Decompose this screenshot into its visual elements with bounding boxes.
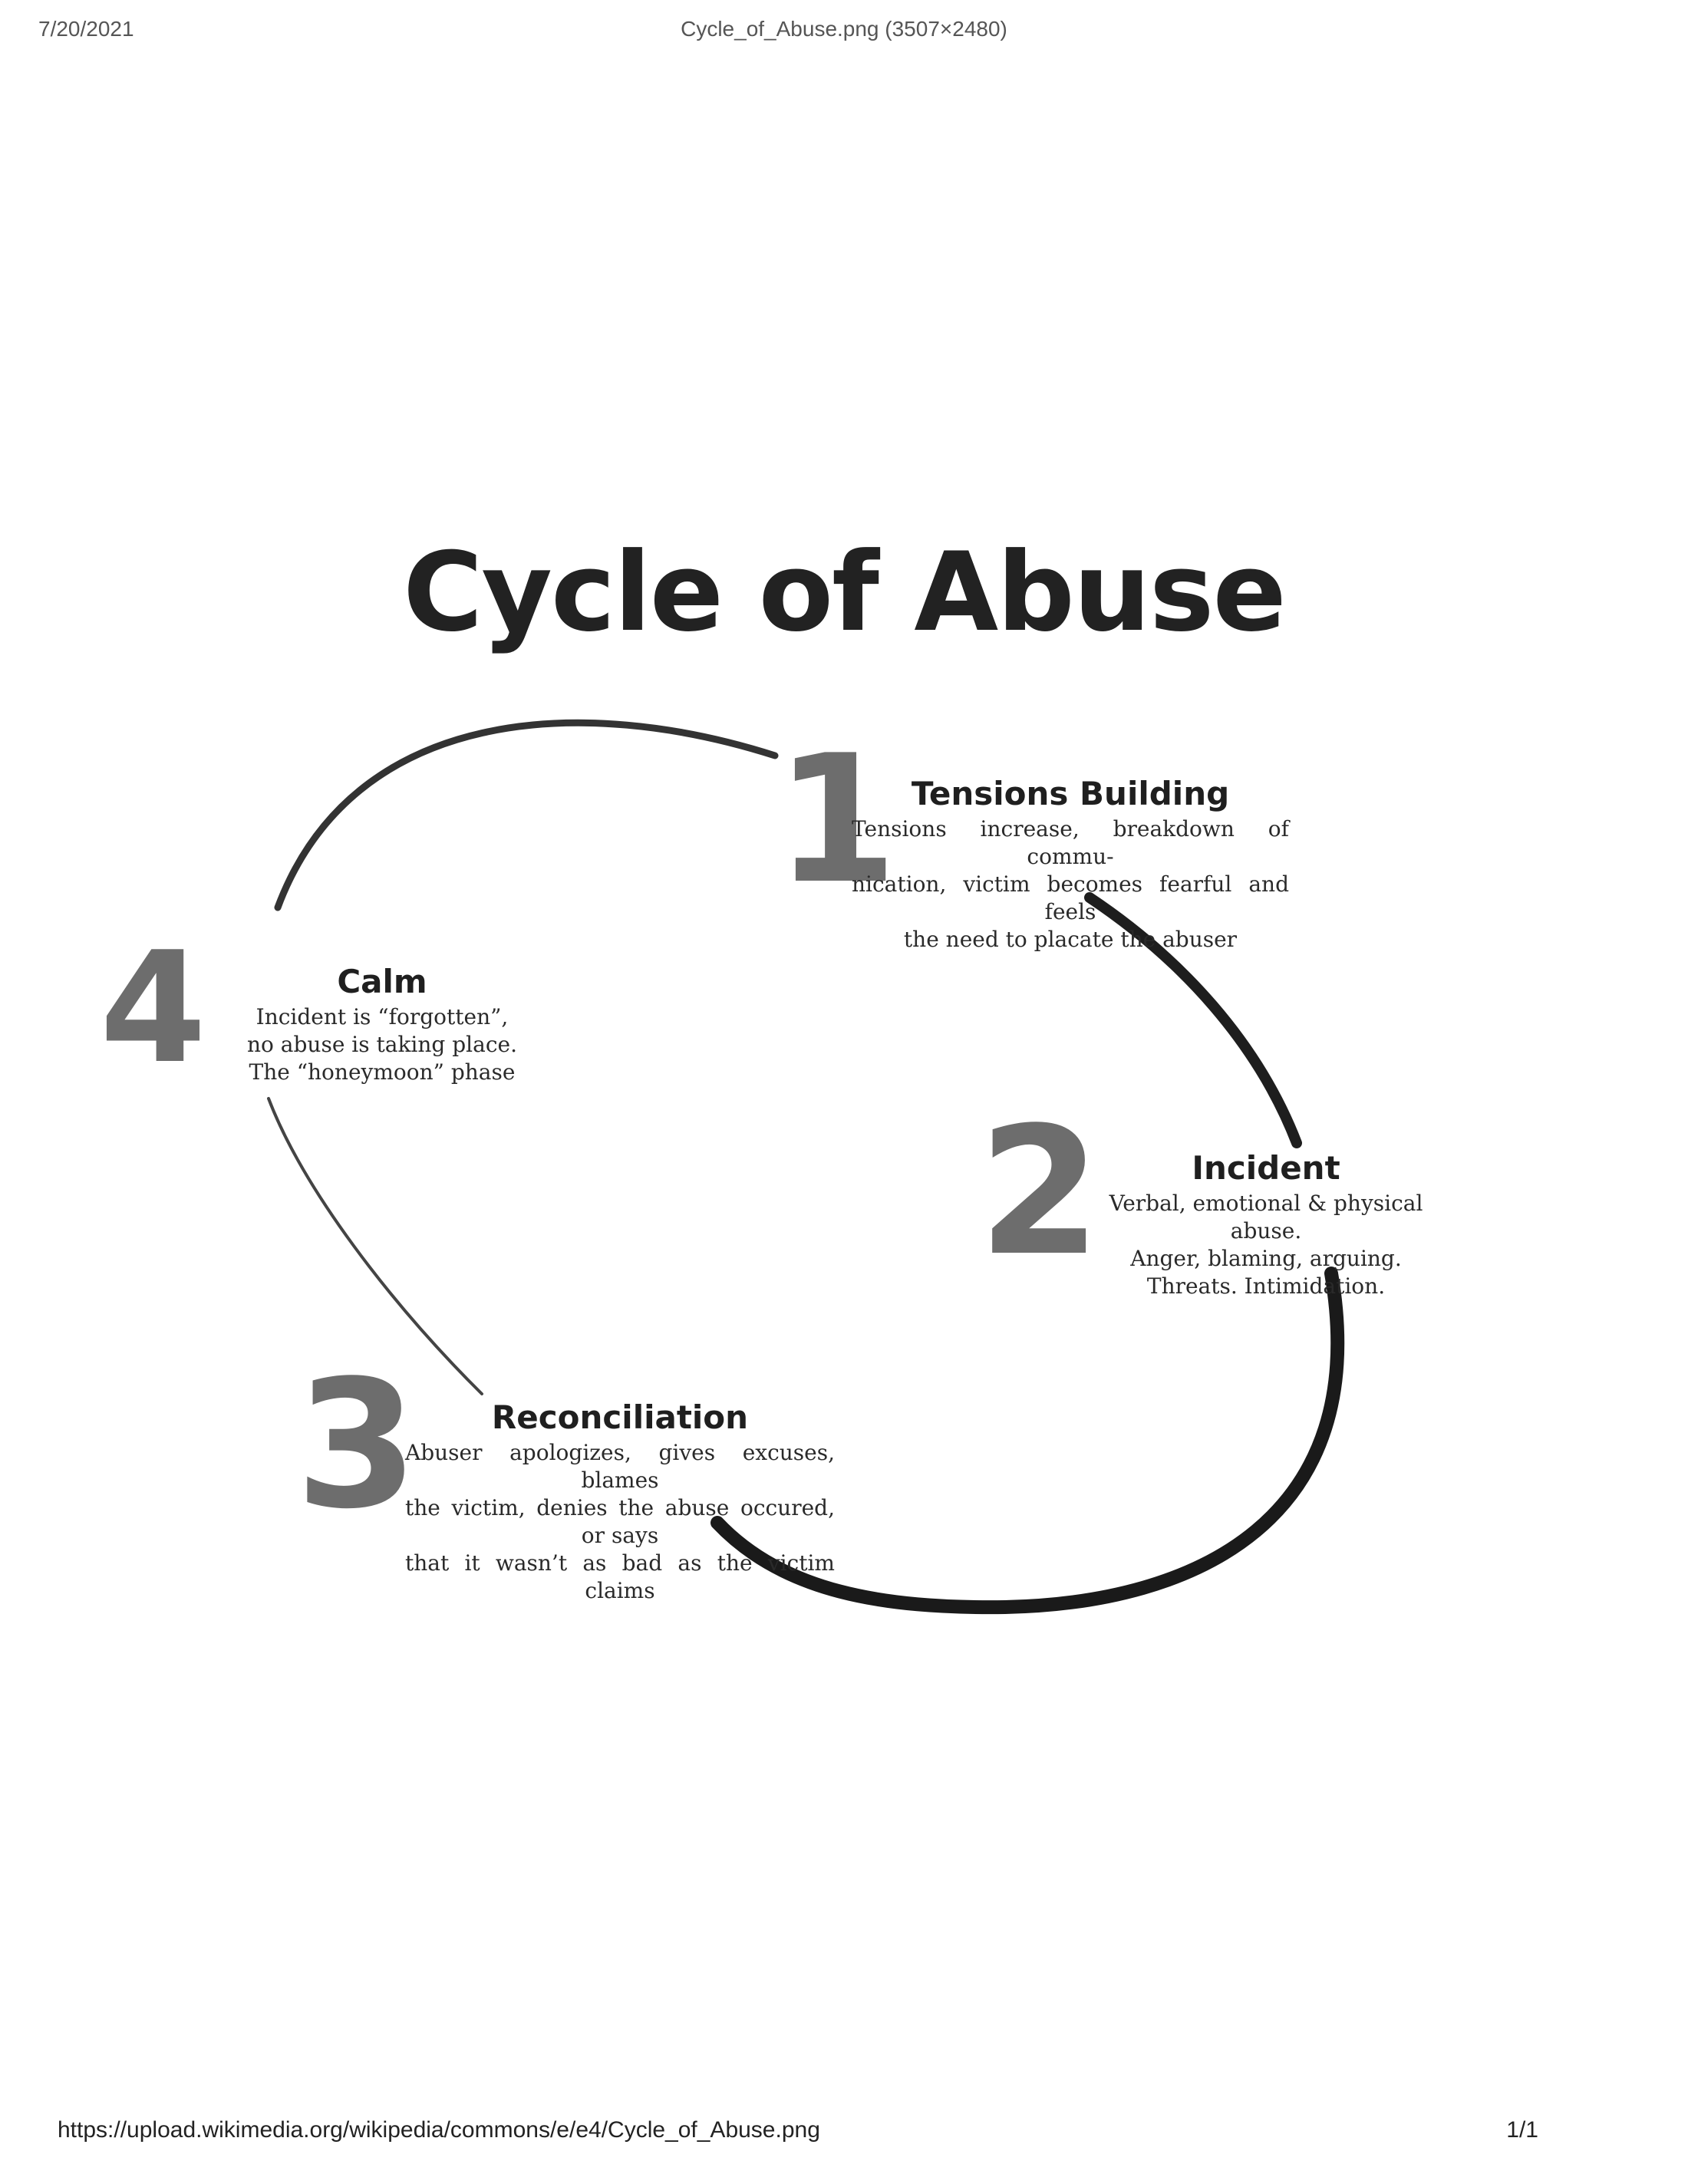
phase-3-number: 3 xyxy=(295,1343,419,1548)
arc-tensions-to-incident xyxy=(1084,892,1302,1148)
arc-reconciliation-to-calm xyxy=(267,1097,483,1395)
diagram-title: Cycle of Abuse xyxy=(403,529,1287,656)
phase-2-heading: Incident xyxy=(1192,1149,1340,1187)
phase-4-description: Incident is “forgotten”, no abuse is tak… xyxy=(244,1003,520,1086)
arc-incident-to-reconciliation xyxy=(710,1267,1345,1615)
phase-3-line: that it wasn’t as bad as the victim clai… xyxy=(405,1550,835,1603)
phase-1-number: 1 xyxy=(775,718,898,923)
phase-1-line: the need to placate the abuser xyxy=(903,927,1238,952)
phase-2-line: Anger, blaming, arguing. xyxy=(1130,1246,1402,1271)
print-file-title: Cycle_of_Abuse.png (3507×2480) xyxy=(681,17,1007,41)
phase-2-incident: Incident Verbal, emotional & physical ab… xyxy=(1078,1149,1454,1300)
print-date: 7/20/2021 xyxy=(38,17,134,41)
phase-4-calm: Calm Incident is “forgotten”, no abuse i… xyxy=(244,963,520,1086)
arc-calm-to-tensions xyxy=(274,719,779,911)
phase-4-heading: Calm xyxy=(337,963,427,1000)
phase-1-line: Tensions increase, breakdown of commu- xyxy=(852,816,1289,869)
phase-2-line: Threats. Intimidation. xyxy=(1146,1273,1386,1299)
phase-2-description: Verbal, emotional & physical abuse. Ange… xyxy=(1078,1190,1454,1300)
phase-4-line: The “honeymoon” phase xyxy=(249,1059,516,1085)
phase-2-number: 2 xyxy=(978,1090,1102,1295)
phase-4-line: no abuse is taking place. xyxy=(247,1032,517,1057)
phase-4-number: 4 xyxy=(100,919,207,1098)
phase-4-line: Incident is “forgotten”, xyxy=(256,1004,509,1029)
phase-3-line: Abuser apologizes, gives excuses, blames xyxy=(405,1440,835,1493)
phase-1-heading: Tensions Building xyxy=(911,775,1230,812)
phase-3-reconciliation: Reconciliation Abuser apologizes, gives … xyxy=(405,1398,835,1605)
phase-3-heading: Reconciliation xyxy=(491,1398,749,1436)
phase-1-line: nication, victim becomes fearful and fee… xyxy=(852,871,1289,924)
phase-1-tensions-building: Tensions Building Tensions increase, bre… xyxy=(852,775,1289,954)
phase-2-line: Verbal, emotional & physical abuse. xyxy=(1109,1191,1423,1244)
phase-3-description: Abuser apologizes, gives excuses, blames… xyxy=(405,1439,835,1605)
source-url: https://upload.wikimedia.org/wikipedia/c… xyxy=(58,2117,820,2143)
phase-3-line: the victim, denies the abuse occured, or… xyxy=(405,1495,835,1548)
phase-1-description: Tensions increase, breakdown of commu- n… xyxy=(852,815,1289,954)
page-number: 1/1 xyxy=(1506,2117,1538,2143)
